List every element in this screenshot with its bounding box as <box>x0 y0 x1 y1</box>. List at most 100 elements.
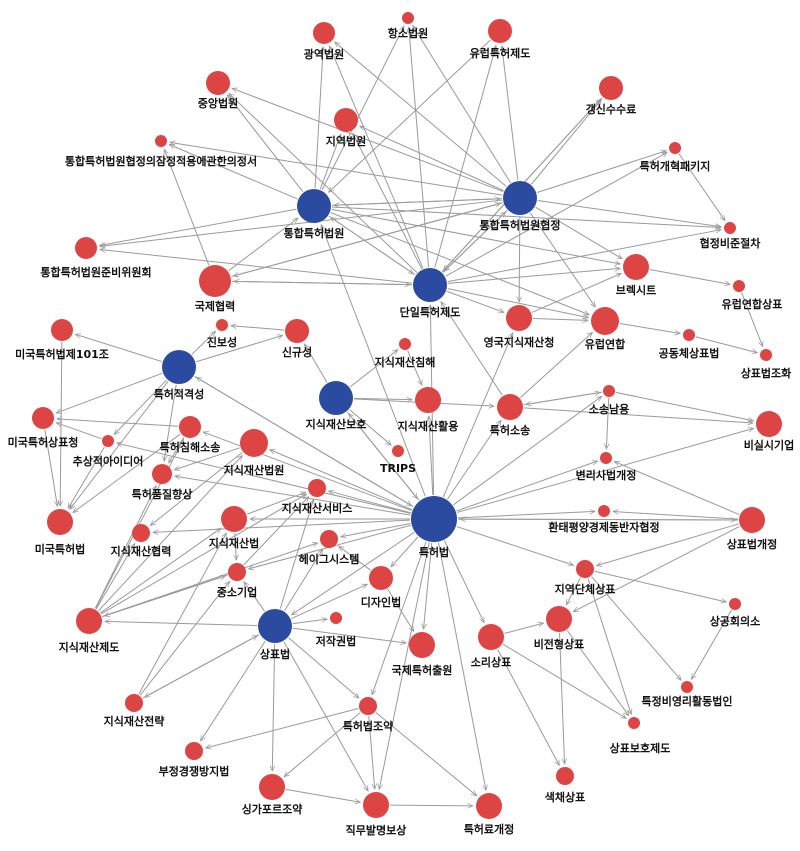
node-circle[interactable] <box>240 429 268 457</box>
node-circle[interactable] <box>259 774 285 800</box>
node-circle[interactable] <box>546 606 572 632</box>
node-circle[interactable] <box>409 632 435 658</box>
node-circle[interactable] <box>623 254 649 280</box>
node-circle[interactable] <box>476 793 502 819</box>
node-n28[interactable]: 특허소송 <box>490 394 530 437</box>
node-n31[interactable]: 비실시기업 <box>744 411 795 452</box>
node-n40[interactable]: 미국특허법 <box>35 509 86 556</box>
node-circle[interactable] <box>125 694 143 712</box>
node-n58[interactable]: 상표보호제도 <box>610 717 671 755</box>
node-n7[interactable]: 특허개혁패키지 <box>640 142 711 173</box>
node-n39[interactable]: 환태평양경제동반자협정 <box>548 505 660 534</box>
node-circle[interactable] <box>155 135 167 147</box>
node-n53[interactable]: 소리상표 <box>471 624 511 669</box>
node-circle[interactable] <box>320 530 338 548</box>
node-n12[interactable]: 브렉시트 <box>616 254 656 297</box>
node-circle[interactable] <box>399 338 411 350</box>
node-circle[interactable] <box>313 22 335 44</box>
node-n41[interactable]: 지식재산협력 <box>111 524 172 558</box>
node-n2[interactable]: 유럽특허제도 <box>470 19 531 60</box>
node-n26[interactable]: 지식재산활용 <box>398 387 459 433</box>
node-circle[interactable] <box>330 612 342 624</box>
node-circle[interactable] <box>576 560 594 578</box>
node-circle[interactable] <box>503 181 537 215</box>
node-n46[interactable]: 디자인법 <box>361 566 401 609</box>
node-n34[interactable]: TRIPS <box>380 445 416 475</box>
node-n6[interactable]: 통합특허법원협정의잠정적용에관한의정서 <box>65 135 257 168</box>
node-circle[interactable] <box>162 350 196 384</box>
node-n43[interactable]: 상표법개정 <box>727 507 778 551</box>
node-n47[interactable]: 지역단체상표 <box>555 560 616 596</box>
node-n4[interactable]: 갱신수수료 <box>586 76 637 116</box>
node-circle[interactable] <box>669 142 681 154</box>
node-circle[interactable] <box>185 742 203 760</box>
node-circle[interactable] <box>51 319 73 341</box>
node-circle[interactable] <box>369 566 393 590</box>
node-n8[interactable]: 통합특허법원협정 <box>480 181 561 232</box>
node-circle[interactable] <box>199 265 231 297</box>
node-n11[interactable]: 통합특허법원준비위원회 <box>40 237 152 279</box>
node-n25[interactable]: 지식재산보호 <box>306 381 367 431</box>
node-n33[interactable]: 지식재산법원 <box>224 429 285 477</box>
node-n17[interactable]: 진보성 <box>207 319 237 349</box>
node-n56[interactable]: 지식재산전략 <box>104 694 165 728</box>
node-n63[interactable]: 특허료개정 <box>464 793 515 836</box>
node-n19[interactable]: 영국지식재산청 <box>484 305 555 349</box>
node-n52[interactable]: 비전형상표 <box>534 606 585 651</box>
node-circle[interactable] <box>599 76 623 100</box>
node-n62[interactable]: 직무발명보상 <box>346 792 407 837</box>
node-circle[interactable] <box>733 280 745 292</box>
node-n22[interactable]: 공동체상표법 <box>659 329 720 360</box>
node-n5[interactable]: 지역법원 <box>326 108 366 148</box>
node-n37[interactable]: 지식재산서비스 <box>282 479 353 515</box>
node-circle[interactable] <box>285 319 309 343</box>
node-n30[interactable]: 특허침해소송 <box>160 416 221 454</box>
node-n45[interactable]: 중소기업 <box>217 563 257 599</box>
node-n38[interactable]: 특허법 <box>411 496 457 559</box>
node-circle[interactable] <box>308 479 326 497</box>
node-circle[interactable] <box>76 608 102 634</box>
node-circle[interactable] <box>415 387 441 413</box>
node-circle[interactable] <box>297 189 331 223</box>
node-circle[interactable] <box>628 717 640 729</box>
node-n42[interactable]: 지식재산법 <box>209 506 260 550</box>
node-circle[interactable] <box>729 598 741 610</box>
node-n1[interactable]: 광역법원 <box>304 22 344 61</box>
node-circle[interactable] <box>739 507 765 533</box>
node-circle[interactable] <box>760 349 772 361</box>
node-circle[interactable] <box>603 385 615 397</box>
node-circle[interactable] <box>598 505 610 517</box>
node-n9[interactable]: 통합특허법원 <box>284 189 345 240</box>
node-n55[interactable]: 특정비영리활동법인 <box>641 681 733 708</box>
node-circle[interactable] <box>32 407 54 429</box>
node-n16[interactable]: 미국특허법제101조 <box>15 319 109 361</box>
node-circle[interactable] <box>363 792 389 818</box>
node-n15[interactable]: 유럽연합상표 <box>722 280 783 311</box>
node-n49[interactable]: 지식재산제도 <box>59 608 120 654</box>
node-n59[interactable]: 부정경쟁방지법 <box>159 742 230 778</box>
node-circle[interactable] <box>724 222 736 234</box>
node-circle[interactable] <box>488 19 512 43</box>
node-circle[interactable] <box>228 563 246 581</box>
node-n3[interactable]: 중앙법원 <box>198 71 238 110</box>
node-circle[interactable] <box>506 305 532 331</box>
node-n44[interactable]: 헤이그시스템 <box>299 530 360 566</box>
node-n27[interactable]: 소송남용 <box>589 385 629 416</box>
node-circle[interactable] <box>334 108 358 132</box>
node-circle[interactable] <box>683 329 695 341</box>
node-n54[interactable]: 국제특허출원 <box>392 632 453 677</box>
node-circle[interactable] <box>497 394 523 420</box>
node-n51[interactable]: 저작권법 <box>316 612 356 648</box>
node-n21[interactable]: 지식재산침해 <box>375 338 436 369</box>
node-n36[interactable]: 특허품질향상 <box>132 464 193 501</box>
node-circle[interactable] <box>47 509 73 535</box>
node-circle[interactable] <box>319 381 353 415</box>
node-circle[interactable] <box>756 411 782 437</box>
node-n18[interactable]: 신규성 <box>282 319 312 359</box>
node-circle[interactable] <box>681 681 693 693</box>
node-circle[interactable] <box>411 496 457 542</box>
node-circle[interactable] <box>258 609 292 643</box>
node-n50[interactable]: 상표법 <box>258 609 292 661</box>
node-n14[interactable]: 단일특허제도 <box>400 268 461 319</box>
node-n29[interactable]: 미국특허상표청 <box>8 407 79 449</box>
